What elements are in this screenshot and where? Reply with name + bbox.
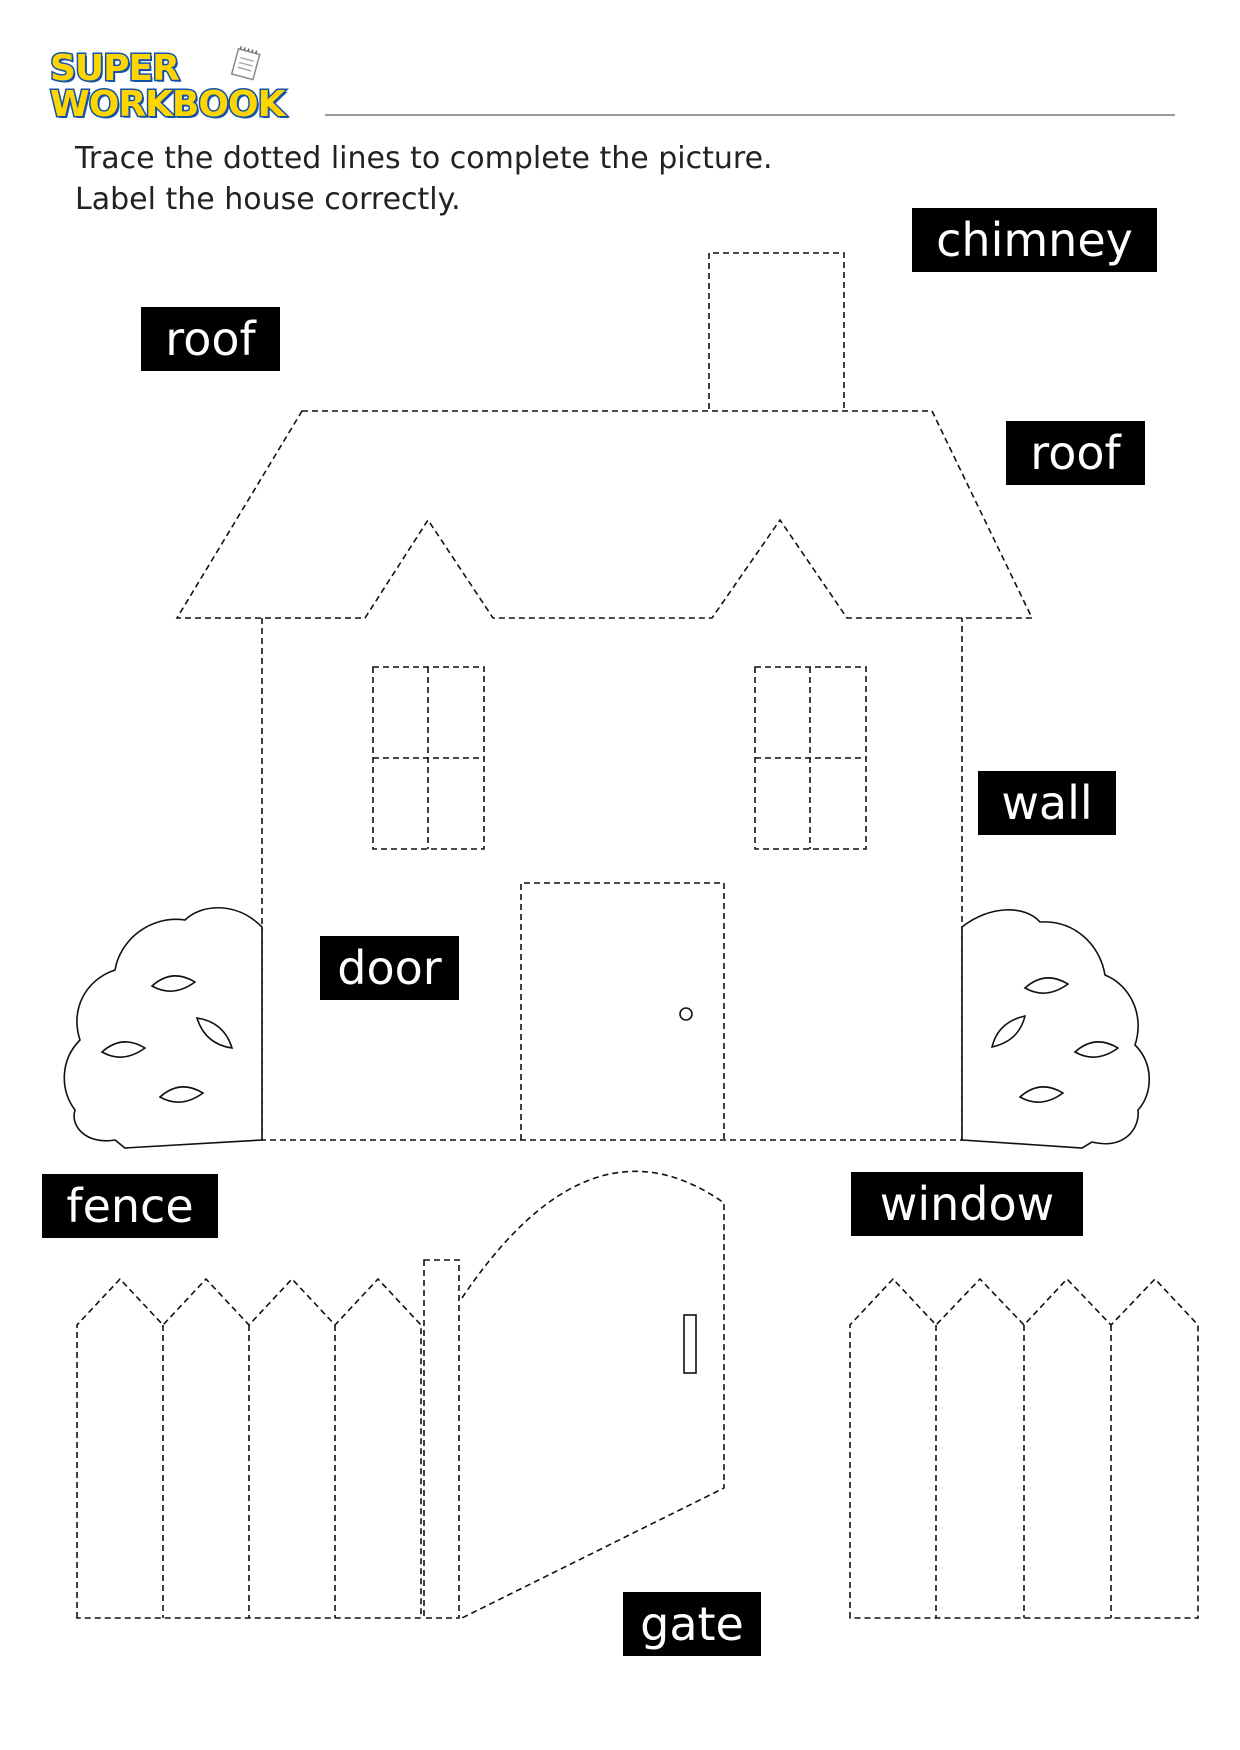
bush-left xyxy=(63,906,263,1149)
fence-right-outline xyxy=(849,1277,1199,1619)
gate-outline xyxy=(461,1170,725,1619)
leaf-icon xyxy=(1023,977,1070,994)
leaf-icon xyxy=(1073,1041,1120,1058)
label-fence: fence xyxy=(42,1174,218,1238)
label-door: door xyxy=(320,936,459,1000)
label-window: window xyxy=(851,1172,1083,1236)
instruction-line-1: Trace the dotted lines to complete the p… xyxy=(75,141,773,176)
header-rule xyxy=(325,114,1175,116)
leaf-icon xyxy=(100,1041,147,1058)
logo-text-workbook: WORKBOOK xyxy=(48,84,286,125)
label-chimney: chimney xyxy=(912,208,1157,272)
roof-outline xyxy=(175,410,1034,619)
instructions: Trace the dotted lines to complete the p… xyxy=(75,138,975,220)
leaf-icon xyxy=(158,1086,205,1103)
bush-right xyxy=(961,909,1150,1149)
leaf-icon xyxy=(195,1017,234,1049)
notepad-icon xyxy=(230,46,261,81)
label-gate: gate xyxy=(623,1592,761,1656)
leaf-icon xyxy=(990,1014,1027,1049)
wall-outline xyxy=(261,618,963,1141)
label-roof-left: roof xyxy=(141,307,280,371)
leaf-icon xyxy=(150,975,197,992)
door-knob xyxy=(679,1007,693,1021)
gate-latch xyxy=(683,1314,697,1374)
chimney-outline xyxy=(708,252,845,409)
label-wall: wall xyxy=(978,771,1116,835)
instruction-line-2: Label the house correctly. xyxy=(75,182,461,217)
gate-post-outline xyxy=(423,1259,460,1619)
leaf-icon xyxy=(1018,1086,1065,1103)
logo-text-super: SUPER xyxy=(49,48,182,89)
fence-left-outline xyxy=(76,1277,422,1619)
label-roof-right: roof xyxy=(1006,421,1145,485)
super-workbook-logo: SUPER WORKBOOK xyxy=(48,45,330,130)
door-outline xyxy=(520,882,725,1140)
